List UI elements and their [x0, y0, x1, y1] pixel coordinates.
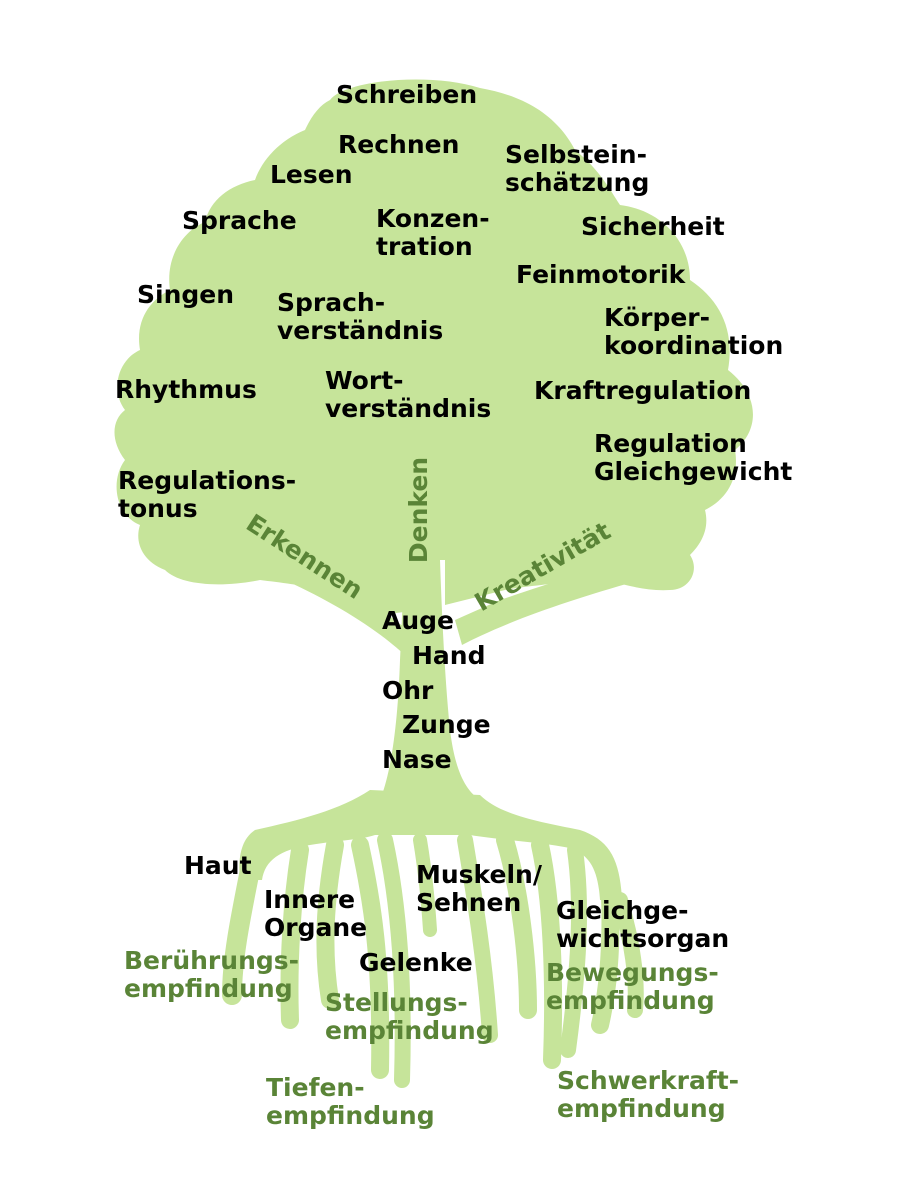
label-stellungsempfindung: Stellungs- empfindung	[325, 989, 494, 1045]
label-rhythmus: Rhythmus	[115, 375, 257, 404]
label-nase: Nase	[382, 745, 452, 774]
label-line: Organe	[264, 913, 368, 942]
root-4	[351, 836, 390, 1079]
label-line: Regulation	[594, 429, 747, 458]
root-6	[413, 833, 437, 937]
label-selbsteinschaetzung: Selbstein- schätzung	[505, 141, 649, 197]
root-3	[316, 836, 344, 1009]
label-line: koordination	[604, 331, 784, 360]
label-ohr: Ohr	[382, 676, 434, 705]
label-line: empfindung	[557, 1094, 726, 1123]
label-line: tonus	[118, 494, 198, 523]
label-muskeln-sehnen: Muskeln/ Sehnen	[416, 861, 542, 917]
label-line: Konzen-	[376, 204, 490, 233]
label-line: Innere	[264, 885, 356, 914]
label-konzentration: Konzen- tration	[376, 205, 490, 261]
label-feinmotorik: Feinmotorik	[516, 260, 686, 289]
root-9	[531, 836, 563, 1069]
root-5	[377, 832, 411, 1088]
label-line: Gleichgewicht	[594, 457, 793, 486]
branch-label-denken: Denken	[404, 456, 434, 564]
label-line: Körper-	[604, 303, 710, 332]
label-line: Muskeln/	[416, 860, 542, 889]
label-line: Bewegungs-	[546, 958, 719, 987]
label-line: Stellungs-	[325, 988, 468, 1017]
label-beruehrungsempfindung: Berührungs- empfindung	[124, 947, 299, 1003]
branch-right	[455, 545, 660, 645]
label-schreiben: Schreiben	[336, 80, 478, 109]
label-kraftregulation: Kraftregulation	[534, 376, 752, 405]
label-line: Sprach-	[277, 288, 386, 317]
label-line: Wort-	[325, 366, 404, 395]
label-wortverstaendnis: Wort- verständnis	[325, 367, 491, 423]
label-line: Berührungs-	[124, 946, 300, 975]
label-tiefenempfindung: Tiefen- empfindung	[266, 1074, 435, 1130]
label-line: empfindung	[325, 1016, 494, 1045]
label-gleichgewichtsorgan: Gleichge- wichtsorgan	[556, 897, 729, 953]
label-line: Regulations-	[118, 466, 297, 495]
root-11	[591, 886, 620, 1034]
label-regulation-gleichgewicht: Regulation Gleichgewicht	[594, 430, 792, 486]
label-singen: Singen	[137, 280, 235, 309]
label-sicherheit: Sicherheit	[581, 212, 725, 241]
label-line: schätzung	[505, 168, 650, 197]
label-line: verständnis	[325, 394, 492, 423]
label-sprachverstaendnis: Sprach- verständnis	[277, 289, 443, 345]
root-10	[560, 842, 588, 1058]
root-12	[612, 892, 644, 1018]
label-gelenke: Gelenke	[359, 948, 473, 977]
label-regulationstonus: Regulations- tonus	[118, 467, 296, 523]
label-line: tration	[376, 232, 473, 261]
label-lesen: Lesen	[270, 160, 353, 189]
label-line: empfindung	[124, 974, 293, 1003]
tree-roots	[222, 831, 644, 1088]
root-1	[222, 860, 260, 1005]
root-7	[457, 832, 498, 1043]
label-line: wichtsorgan	[556, 924, 730, 953]
label-bewegungsempfindung: Bewegungs- empfindung	[546, 959, 719, 1015]
label-sprache: Sprache	[182, 206, 297, 235]
label-koerperkoordination: Körper- koordination	[604, 304, 783, 360]
label-zunge: Zunge	[402, 710, 491, 739]
label-innere-organe: Innere Organe	[264, 886, 367, 942]
root-2	[280, 841, 309, 1029]
label-haut: Haut	[184, 851, 252, 880]
label-line: verständnis	[277, 316, 444, 345]
label-line: Selbstein-	[505, 140, 647, 169]
label-line: empfindung	[546, 986, 715, 1015]
tree-crown	[114, 79, 753, 616]
tree-shape	[114, 79, 753, 900]
label-schwerkraftempfindung: Schwerkraft- empfindung	[557, 1067, 739, 1123]
label-line: Gleichge-	[556, 896, 689, 925]
root-8	[496, 831, 537, 1019]
tree-trunk	[380, 560, 480, 800]
label-rechnen: Rechnen	[338, 130, 460, 159]
label-auge: Auge	[382, 606, 454, 635]
label-line: Tiefen-	[266, 1073, 365, 1102]
root-base	[239, 790, 622, 900]
label-line: Sehnen	[416, 888, 522, 917]
label-line: empfindung	[266, 1101, 435, 1130]
label-hand: Hand	[412, 641, 486, 670]
branch-left	[250, 540, 420, 660]
label-line: Schwerkraft-	[557, 1066, 740, 1095]
